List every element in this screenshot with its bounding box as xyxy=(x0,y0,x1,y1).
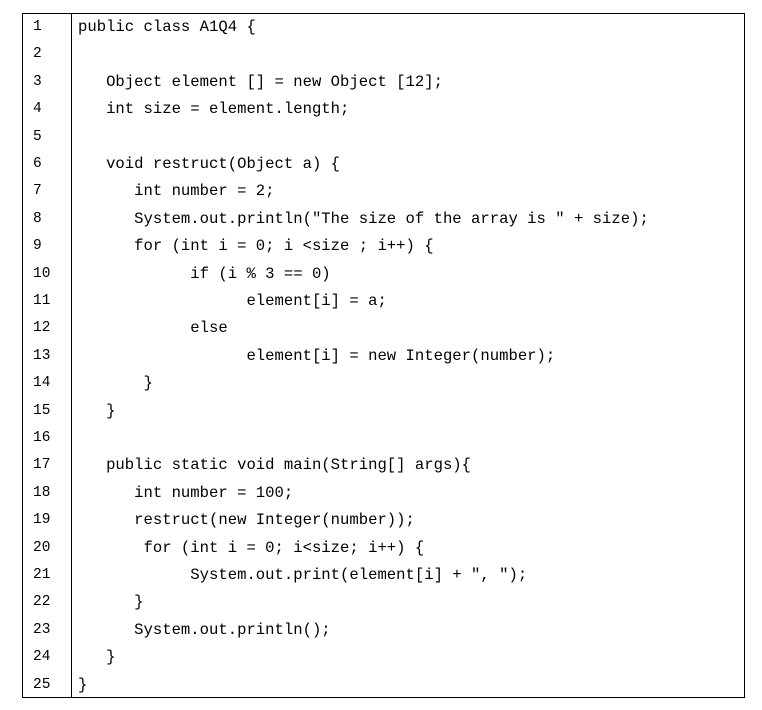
code-row: 24 } xyxy=(23,644,744,671)
code-row: 10 if (i % 3 == 0) xyxy=(23,261,744,288)
code-row: 7 int number = 2; xyxy=(23,178,744,205)
code-line: System.out.println("The size of the arra… xyxy=(78,209,649,228)
code-line: public class A1Q4 { xyxy=(78,18,256,36)
line-number: 6 xyxy=(33,156,42,172)
code-row: 16 xyxy=(23,425,744,452)
code-row: 23 System.out.println(); xyxy=(23,617,744,644)
line-number: 12 xyxy=(33,320,51,337)
code-line: for (int i = 0; i<size; i++) { xyxy=(78,538,425,557)
code-line: void restruct(Object a) { xyxy=(78,155,341,173)
line-number: 8 xyxy=(33,210,42,227)
code-line: public static void main(String[] args){ xyxy=(78,456,472,475)
code-row: 14 } xyxy=(23,370,744,397)
code-row: 4 int size = element.length; xyxy=(23,96,744,123)
line-number: 18 xyxy=(33,484,51,501)
line-number: 7 xyxy=(33,183,42,200)
code-row: 8 System.out.println("The size of the ar… xyxy=(23,206,744,233)
code-row: 18 int number = 100; xyxy=(23,480,744,507)
code-row: 6 void restruct(Object a) { xyxy=(23,151,744,178)
code-line: System.out.print(element[i] + ", "); xyxy=(78,566,528,584)
line-number: 1 xyxy=(33,19,42,35)
line-number: 24 xyxy=(33,649,51,666)
code-line: } xyxy=(78,374,153,393)
code-row: 12 else xyxy=(23,315,744,342)
code-line: int number = 100; xyxy=(78,483,294,502)
code-line: } xyxy=(78,401,116,420)
line-number: 10 xyxy=(33,265,51,282)
line-number: 9 xyxy=(33,238,42,255)
line-number: 21 xyxy=(33,567,51,583)
code-line: } xyxy=(78,593,144,612)
code-line: if (i % 3 == 0) xyxy=(78,264,331,283)
line-number: 15 xyxy=(33,402,51,419)
line-number: 5 xyxy=(33,128,42,145)
code-row: 21 System.out.print(element[i] + ", "); xyxy=(23,562,744,589)
code-row: 17 public static void main(String[] args… xyxy=(23,452,744,479)
line-number: 17 xyxy=(33,457,51,474)
code-line: restruct(new Integer(number)); xyxy=(78,511,415,530)
line-number: 14 xyxy=(33,375,51,392)
line-number: 20 xyxy=(33,539,51,556)
line-number: 16 xyxy=(33,430,51,446)
code-line: } xyxy=(78,648,116,667)
code-row: 20 for (int i = 0; i<size; i++) { xyxy=(23,535,744,562)
code-row: 9 for (int i = 0; i <size ; i++) { xyxy=(23,233,744,260)
line-number: 13 xyxy=(33,347,51,364)
code-row: 2 xyxy=(23,41,744,68)
line-number-divider xyxy=(71,14,72,697)
code-line: else xyxy=(78,319,228,338)
line-number: 2 xyxy=(33,46,42,63)
code-row: 5 xyxy=(23,124,744,151)
code-row: 22 } xyxy=(23,589,744,616)
code-row: 13 element[i] = new Integer(number); xyxy=(23,343,744,370)
code-line: for (int i = 0; i <size ; i++) { xyxy=(78,237,434,256)
line-number: 11 xyxy=(33,293,51,309)
code-line: } xyxy=(78,675,88,694)
line-number: 3 xyxy=(33,73,42,90)
line-number: 23 xyxy=(33,621,51,638)
line-number: 4 xyxy=(33,101,42,118)
code-line: int size = element.length; xyxy=(78,100,350,119)
code-row: 25} xyxy=(23,672,744,699)
code-line: Object element [] = new Object [12]; xyxy=(78,72,443,91)
line-number: 19 xyxy=(33,512,51,529)
code-row: 3 Object element [] = new Object [12]; xyxy=(23,69,744,96)
code-row: 19 restruct(new Integer(number)); xyxy=(23,507,744,534)
code-row: 1 public class A1Q4 { xyxy=(23,14,744,41)
code-line: int number = 2; xyxy=(78,182,275,201)
code-line: element[i] = new Integer(number); xyxy=(78,346,556,365)
code-row: 11 element[i] = a; xyxy=(23,288,744,315)
code-row: 15 } xyxy=(23,398,744,425)
code-line: element[i] = a; xyxy=(78,292,387,310)
line-number: 22 xyxy=(33,594,51,611)
line-number: 25 xyxy=(33,676,51,693)
code-line: System.out.println(); xyxy=(78,620,331,639)
